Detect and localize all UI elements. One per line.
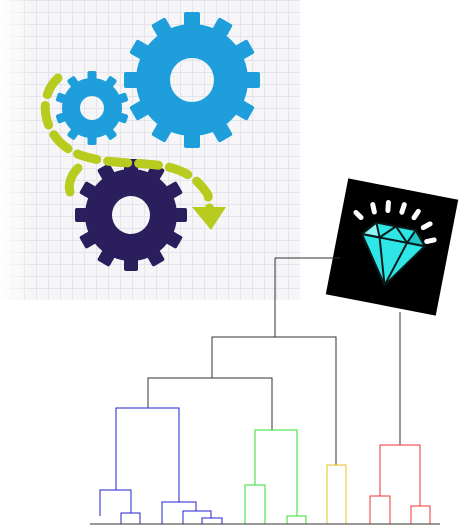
gear-tooth	[166, 231, 183, 249]
gear-tooth	[151, 17, 172, 37]
cluster-blue	[99, 407, 223, 524]
cluster-red	[369, 444, 431, 524]
gear-tooth	[75, 208, 87, 222]
gear-tooth	[184, 12, 200, 26]
cluster-green	[244, 429, 307, 524]
large-blue-gear-icon	[124, 12, 260, 148]
gear-tooth	[117, 92, 129, 104]
gear-tooth	[105, 128, 117, 140]
gear-tooth	[87, 136, 97, 145]
gear-tooth	[55, 112, 67, 124]
gear-tooth	[97, 250, 115, 267]
gear-tooth	[151, 123, 172, 143]
gear-tooth	[105, 76, 117, 88]
gear-tooth	[124, 72, 138, 88]
connector-lines	[274, 257, 401, 445]
gear-tooth	[235, 39, 255, 60]
gear-tooth	[184, 134, 200, 148]
gear-tooth	[87, 71, 97, 80]
dashed-arrow-tail-icon	[64, 163, 83, 197]
gear-tooth	[67, 128, 79, 140]
navy-gear-icon	[75, 159, 187, 271]
gear-tooth	[129, 100, 149, 121]
diamond-body-icon	[360, 221, 426, 287]
arrow-head-icon	[192, 207, 226, 230]
gear-tooth	[147, 250, 165, 267]
gear-tooth	[235, 100, 255, 121]
gear-tooth	[97, 163, 115, 180]
diamond-gem-icon	[353, 200, 437, 287]
gear-tooth	[129, 39, 149, 60]
gear-tooth	[175, 208, 187, 222]
gear-tooth	[117, 112, 129, 124]
gear-tooth	[79, 181, 96, 199]
sparkle-rays-icon	[353, 200, 437, 245]
dashed-arrow-icon	[40, 73, 215, 217]
gear-tooth	[79, 231, 96, 249]
gear-tooth	[246, 72, 260, 88]
gear-tooth	[212, 123, 233, 143]
small-blue-gear-icon	[55, 71, 129, 145]
cluster-yellow	[326, 464, 347, 524]
gear-tooth	[55, 92, 67, 104]
gears-process-icon	[40, 12, 260, 271]
gear-tooth	[212, 17, 233, 37]
gear-tooth	[67, 76, 79, 88]
hierarchical-clustering-dendrogram	[90, 336, 440, 525]
gear-tooth	[166, 181, 183, 199]
dendrogram-upper-links	[147, 336, 337, 465]
gear-tooth	[124, 259, 138, 271]
